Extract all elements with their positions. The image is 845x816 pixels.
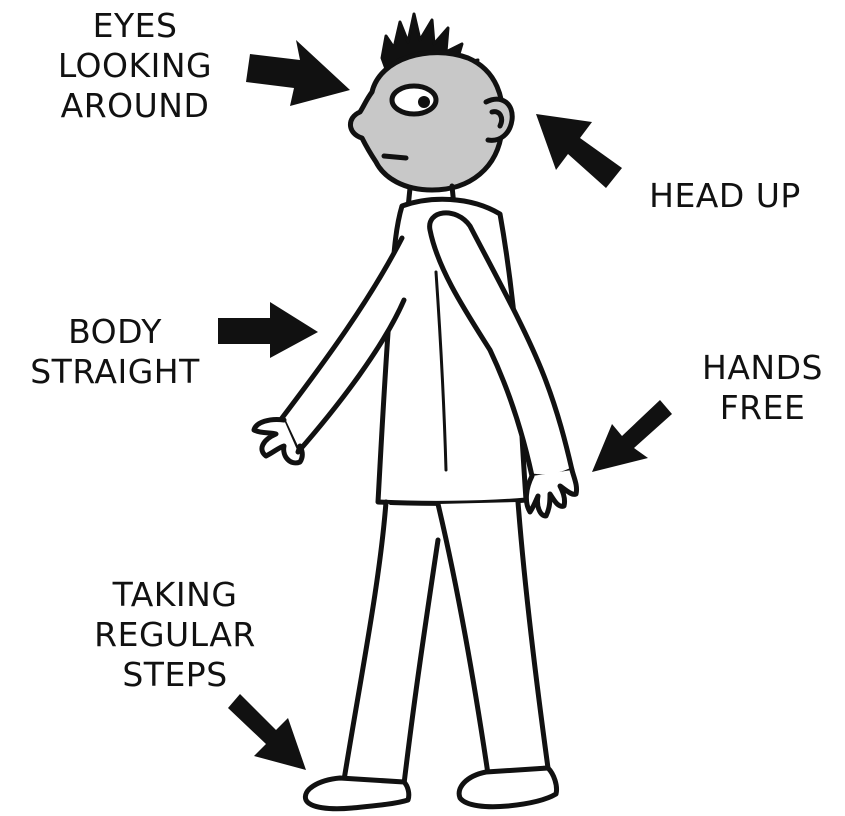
label-line: HANDS xyxy=(685,348,840,388)
mouth xyxy=(384,156,406,158)
label-line: STRAIGHT xyxy=(0,352,230,392)
label-line: AROUND xyxy=(30,86,240,126)
label-head-up: HEAD UP xyxy=(630,176,820,216)
front-shoe xyxy=(459,768,556,807)
label-line: BODY xyxy=(0,312,230,352)
label-line: FREE xyxy=(685,388,840,428)
arrow-body xyxy=(218,302,318,358)
arrow-hands xyxy=(592,400,672,472)
head xyxy=(350,53,502,190)
arrow-eyes xyxy=(246,40,350,106)
back-shoe xyxy=(305,778,408,809)
arrow-head xyxy=(536,114,622,188)
label-line: EYES xyxy=(30,6,240,46)
label-hands-free: HANDS FREE xyxy=(685,348,840,428)
label-line: HEAD UP xyxy=(630,176,820,216)
label-line: TAKING xyxy=(70,575,280,615)
ear xyxy=(486,99,512,140)
label-line: REGULAR xyxy=(70,615,280,655)
label-taking-regular-steps: TAKING REGULAR STEPS xyxy=(70,575,280,695)
pupil xyxy=(418,96,430,108)
label-body-straight: BODY STRAIGHT xyxy=(0,312,230,392)
back-leg xyxy=(344,502,438,784)
label-line: STEPS xyxy=(70,655,280,695)
arrow-steps xyxy=(228,694,306,770)
label-eyes-looking-around: EYES LOOKING AROUND xyxy=(30,6,240,126)
front-leg xyxy=(438,502,548,774)
label-line: LOOKING xyxy=(30,46,240,86)
front-hand xyxy=(526,470,576,516)
